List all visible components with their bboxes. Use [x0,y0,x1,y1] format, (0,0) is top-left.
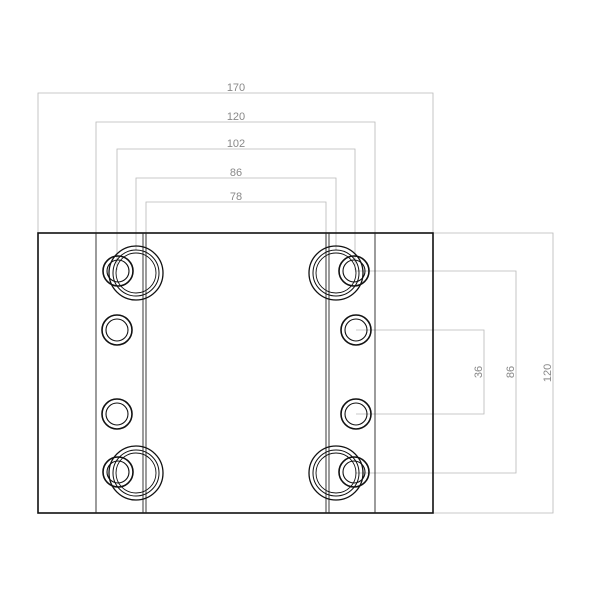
dimension-bore-pitch: 86 [355,270,517,474]
dimension-text-36: 36 [473,366,485,378]
counterbore-hole-top-left [102,245,164,301]
small-hole-left-lower [101,398,133,430]
dimension-text-170: 170 [227,82,245,94]
dimension-text-78: 78 [230,191,242,203]
base-plate-outline [37,232,434,514]
rail-left [142,233,147,513]
dimension-outer-hole-spacing: 120 [95,111,376,233]
small-hole-right-lower [340,398,372,430]
dimension-inner-bore-spacing: 102 [116,138,356,270]
dimension-small-hole-pitch: 36 [356,329,485,415]
rail-right [325,233,330,513]
dimension-text-120-side: 120 [542,364,554,382]
dimension-text-102: 102 [227,138,245,150]
counterbore-hole-top-right [308,245,370,301]
dimension-overall-height: 120 [433,232,554,514]
counterbore-hole-bottom-right [308,445,370,501]
dimension-text-120-top: 120 [227,111,245,123]
dimension-rail-outer-width: 86 [135,167,337,250]
small-hole-left-upper [101,314,133,346]
dimension-rail-inner-width: 78 [145,191,327,250]
dimension-overall-width: 170 [37,82,434,233]
small-hole-right-upper [340,314,372,346]
counterbore-hole-bottom-left [102,445,164,501]
dimension-text-86-side: 86 [505,366,517,378]
dimension-text-86-top: 86 [230,167,242,179]
